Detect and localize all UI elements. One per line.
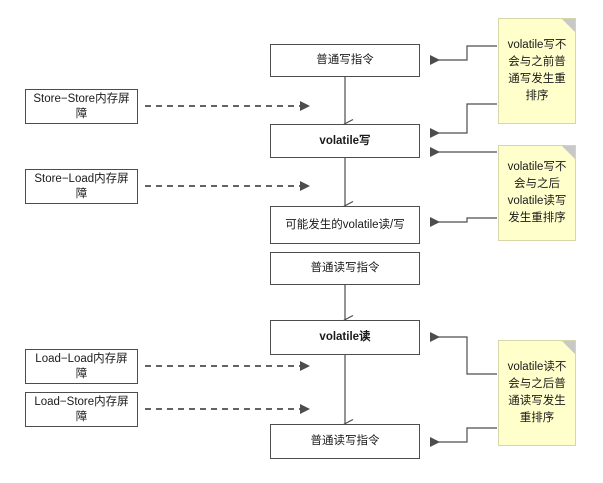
node-label: 普通读写指令 <box>310 262 380 274</box>
node-label: 普通写指令 <box>316 54 374 66</box>
note-connectors <box>430 45 497 447</box>
note1-to-volatile-write <box>430 103 497 138</box>
note-text: volatile写不会与之前普通写发生重排序 <box>507 39 567 102</box>
node-volatile-write[interactable]: volatile写 <box>270 124 420 158</box>
node-label: volatile写 <box>319 134 371 147</box>
barrier-store-store[interactable]: Store−Store内存屏障 <box>25 89 138 124</box>
barrier-label: Store−Store内存屏障 <box>33 92 130 120</box>
node-normal-write[interactable]: 普通写指令 <box>270 44 420 77</box>
note-fold-icon <box>562 146 575 159</box>
note1-to-normal-write <box>430 45 497 65</box>
note3-to-volatile-read <box>430 332 497 375</box>
note-volatile-write-before[interactable]: volatile写不会与之前普通写发生重排序 <box>498 18 576 124</box>
barrier-store-load[interactable]: Store−Load内存屏障 <box>25 169 138 204</box>
note-text: volatile读不会与之后普通读写发生重排序 <box>507 361 567 424</box>
note2-to-possible-volatile-rw <box>430 217 497 227</box>
node-volatile-read[interactable]: volatile读 <box>270 320 420 355</box>
barrier-label: Load−Store内存屏障 <box>34 395 129 423</box>
node-normal-rw-middle[interactable]: 普通读写指令 <box>270 252 420 285</box>
note-fold-icon <box>562 341 575 354</box>
barrier-label: Load−Load内存屏障 <box>35 352 128 380</box>
node-possible-volatile-rw[interactable]: 可能发生的volatile读/写 <box>270 206 420 244</box>
node-normal-rw-bottom[interactable]: 普通读写指令 <box>270 424 420 459</box>
note-fold-icon <box>562 19 575 32</box>
node-label: volatile读 <box>319 331 371 343</box>
node-label: 可能发生的volatile读/写 <box>285 218 405 231</box>
note-volatile-write-after[interactable]: volatile写不会与之后volatile读写发生重排序 <box>498 145 576 241</box>
barrier-label: Store−Load内存屏障 <box>34 172 129 200</box>
note3-to-normal-rw-bottom <box>430 427 497 447</box>
note-text: volatile写不会与之后volatile读写发生重排序 <box>507 161 567 224</box>
node-label: 普通读写指令 <box>310 435 380 447</box>
barrier-load-load[interactable]: Load−Load内存屏障 <box>25 349 138 384</box>
barrier-load-store[interactable]: Load−Store内存屏障 <box>25 392 138 427</box>
note-volatile-read-after[interactable]: volatile读不会与之后普通读写发生重排序 <box>498 340 576 446</box>
